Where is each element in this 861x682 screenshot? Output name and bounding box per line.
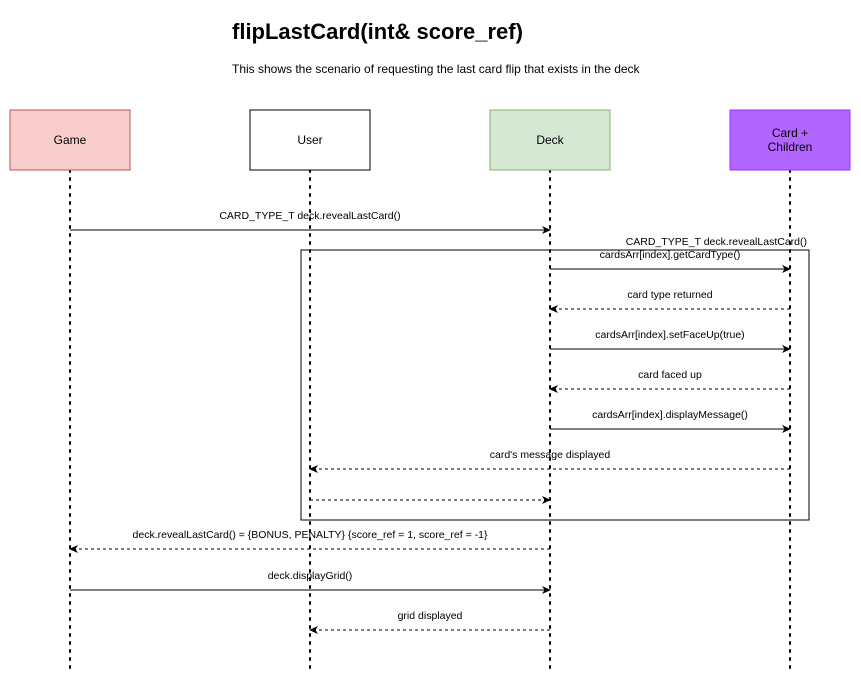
message-7: card's message displayed [309, 449, 790, 473]
actor-label-user: User [297, 133, 322, 147]
message-4: cardsArr[index].setFaceUp(true) [550, 329, 791, 353]
actor-label-deck: Deck [536, 133, 564, 147]
message-label-10: deck.displayGrid() [268, 570, 353, 582]
message-label-9: deck.revealLastCard() = {BONUS, PENALTY}… [133, 529, 488, 541]
actor-game: Game [9, 109, 131, 171]
actor-box-user [249, 109, 371, 171]
actor-label-game: Game [54, 133, 87, 147]
diagram-subtitle: This shows the scenario of requesting th… [232, 62, 641, 76]
message-label-6: cardsArr[index].displayMessage() [592, 409, 748, 421]
actor-box-game [9, 109, 131, 171]
message-10: deck.displayGrid() [70, 570, 551, 594]
message-6: cardsArr[index].displayMessage() [550, 409, 791, 433]
diagram-title: flipLastCard(int& score_ref) [232, 19, 523, 44]
message-label-5: card faced up [638, 369, 702, 381]
message-label-1: CARD_TYPE_T deck.revealLastCard() [219, 210, 400, 222]
message-label-4: cardsArr[index].setFaceUp(true) [595, 329, 744, 341]
message-3: card type returned [549, 289, 790, 313]
messages: CARD_TYPE_T deck.revealLastCard() cardsAr… [69, 210, 791, 634]
message-1: CARD_TYPE_T deck.revealLastCard() [70, 210, 551, 234]
message-label-7: card's message displayed [490, 449, 611, 461]
frame-label: CARD_TYPE_T deck.revealLastCard() [626, 236, 807, 248]
message-9: deck.revealLastCard() = {BONUS, PENALTY}… [69, 529, 550, 553]
message-label-2: cardsArr[index].getCardType() [600, 249, 741, 261]
actor-user: User [249, 109, 371, 171]
interaction-frame: CARD_TYPE_T deck.revealLastCard() [300, 236, 810, 521]
message-label-3: card type returned [627, 289, 712, 301]
message-5: card faced up [549, 369, 790, 393]
actor-box-deck [489, 109, 611, 171]
actors: Game User Deck Card +Children [9, 109, 851, 171]
message-11: grid displayed [309, 610, 550, 634]
message-label-11: grid displayed [398, 610, 463, 622]
actor-deck: Deck [489, 109, 611, 171]
actor-label-card: Card +Children [768, 126, 813, 154]
actor-card: Card +Children [729, 109, 851, 171]
frame-box [300, 249, 810, 521]
actor-box-card [729, 109, 851, 171]
message-2: cardsArr[index].getCardType() [550, 249, 791, 273]
